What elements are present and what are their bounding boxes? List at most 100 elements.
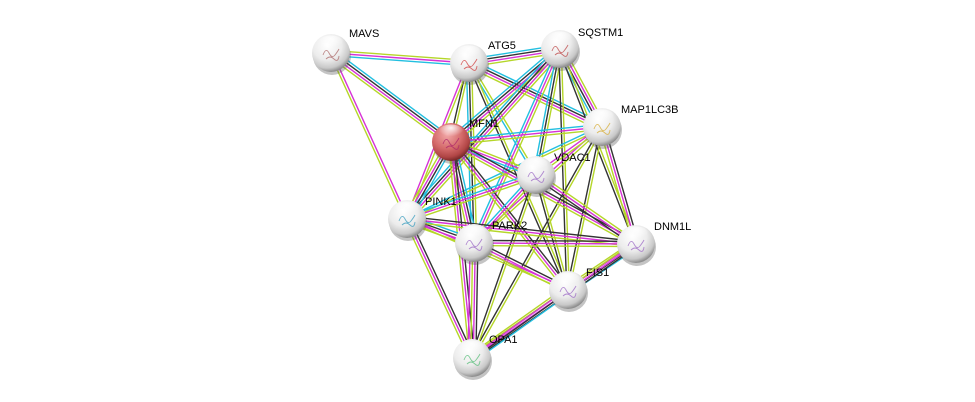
edge-evidence-coexpression (535, 48, 561, 176)
edge-evidence-experiments (468, 63, 602, 129)
edge-evidence-experiments (472, 243, 476, 359)
edge-evidence-textmining (560, 48, 570, 290)
node-pink1[interactable]: PINK1 (388, 196, 457, 241)
edge-evidence-textmining (473, 244, 636, 248)
edge-evidence-coexpression (408, 217, 475, 358)
edge-park2-opa1[interactable] (467, 242, 479, 359)
edge-evidence-experiments (407, 49, 562, 221)
node-label: PINK1 (425, 196, 457, 208)
edge-evidence-textmining (470, 62, 478, 243)
edge-evidence-textmining (448, 143, 567, 293)
edge-sqstm1-pink1[interactable] (403, 45, 564, 223)
edge-vdac1-pink1[interactable] (405, 171, 538, 223)
node-vdac1[interactable]: VDAC1 (517, 152, 591, 197)
edge-evidence-experiments (601, 126, 637, 245)
node-highlight (522, 157, 550, 175)
edge-vdac1-opa1[interactable] (470, 174, 538, 359)
edge-park2-dnm1l[interactable] (473, 239, 637, 248)
edge-evidence-coexpression (405, 47, 560, 219)
node-highlight (458, 340, 486, 358)
edge-mavs-atg5[interactable] (330, 49, 470, 67)
edge-evidence-database (470, 58, 604, 125)
edge-evidence-experiments (406, 218, 637, 245)
node-label: MFN1 (469, 118, 499, 130)
node-fis1[interactable]: FIS1 (549, 267, 609, 312)
node-mavs[interactable]: MAVS (312, 28, 379, 75)
node-label: ATG5 (488, 40, 516, 52)
edge-sqstm1-fis1[interactable] (558, 48, 570, 291)
node-highlight (455, 45, 483, 63)
edge-evidence-textmining (472, 175, 538, 359)
node-highlight (437, 124, 465, 142)
edge-evidence-experiments (329, 53, 451, 144)
edge-evidence-textmining (469, 286, 567, 356)
edge-evidence-coexpression (472, 290, 570, 360)
edge-evidence-database (405, 171, 536, 218)
edge-evidence-database (332, 49, 454, 140)
edge-evidence-database (450, 123, 602, 141)
edge-evidence-textmining (331, 49, 470, 62)
edge-evidence-textmining (407, 176, 538, 223)
node-label: FIS1 (586, 267, 609, 279)
edge-evidence-coexpression (470, 174, 536, 358)
edge-evidence-experiments (406, 174, 537, 220)
edge-mavs-pink1[interactable] (329, 52, 409, 220)
node-highlight (460, 225, 488, 243)
edge-evidence-experiments (467, 242, 471, 358)
edge-sqstm1-park2[interactable] (470, 47, 564, 245)
edge-evidence-coexpression (558, 49, 568, 291)
node-label: PARK2 (492, 220, 527, 232)
edge-map1lc3b-dnm1l[interactable] (598, 126, 640, 245)
edge-vdac1-dnm1l[interactable] (534, 172, 638, 247)
edge-evidence-textmining (475, 49, 564, 245)
node-highlight (546, 31, 574, 49)
edge-evidence-coexpression (331, 51, 453, 142)
edge-evidence-textmining (328, 55, 450, 146)
edge-evidence-experiments (330, 52, 470, 64)
edge-mavs-mfn1[interactable] (328, 49, 454, 146)
node-label: DNM1L (654, 221, 691, 233)
edge-fis1-opa1[interactable] (469, 286, 571, 362)
edge-evidence-database (473, 292, 571, 362)
edge-evidence-coexpression (470, 126, 602, 358)
edge-evidence-coexpression (474, 239, 637, 243)
node-highlight (622, 226, 650, 244)
edge-pink1-opa1[interactable] (404, 217, 475, 360)
edge-evidence-coexpression (407, 215, 637, 243)
edge-evidence-textmining (409, 51, 564, 223)
edge-evidence-textmining (537, 49, 564, 176)
edge-evidence-textmining (406, 220, 636, 248)
node-highlight (588, 109, 616, 127)
node-mfn1[interactable]: MFN1 (432, 118, 499, 164)
edge-sqstm1-vdac1[interactable] (532, 48, 564, 176)
node-label: VDAC1 (554, 152, 591, 164)
node-highlight (554, 272, 582, 290)
node-label: MAP1LC3B (621, 104, 678, 116)
node-park2[interactable]: PARK2 (455, 220, 527, 265)
edge-evidence-database (470, 47, 559, 243)
edge-evidence-coexpression (452, 139, 571, 289)
edge-evidence-coexpression (534, 176, 635, 247)
node-label: OPA1 (489, 334, 518, 346)
edge-evidence-experiments (331, 52, 409, 219)
edge-pink1-dnm1l[interactable] (406, 215, 637, 248)
edge-atg5-map1lc3b[interactable] (467, 58, 604, 132)
edge-evidence-textmining (467, 65, 601, 132)
node-sqstm1[interactable]: SQSTM1 (541, 27, 623, 71)
edge-mfn1-fis1[interactable] (448, 139, 571, 293)
edge-evidence-experiments (470, 288, 568, 358)
node-label: MAVS (349, 28, 379, 40)
edge-evidence-textmining (470, 242, 474, 358)
node-opa1[interactable]: OPA1 (453, 334, 518, 380)
node-atg5[interactable]: ATG5 (450, 40, 516, 85)
edge-evidence-coexpression (469, 61, 603, 127)
edge-map1lc3b-mfn1[interactable] (450, 123, 603, 146)
edge-evidence-database (330, 54, 469, 67)
node-dnm1l[interactable]: DNM1L (617, 221, 691, 266)
edge-evidence-experiments (473, 48, 561, 244)
edge-evidence-experiments (450, 126, 603, 143)
edge-evidence-textmining (404, 219, 471, 360)
node-map1lc3b[interactable]: MAP1LC3B (583, 104, 678, 149)
edge-evidence-textmining (598, 127, 635, 245)
